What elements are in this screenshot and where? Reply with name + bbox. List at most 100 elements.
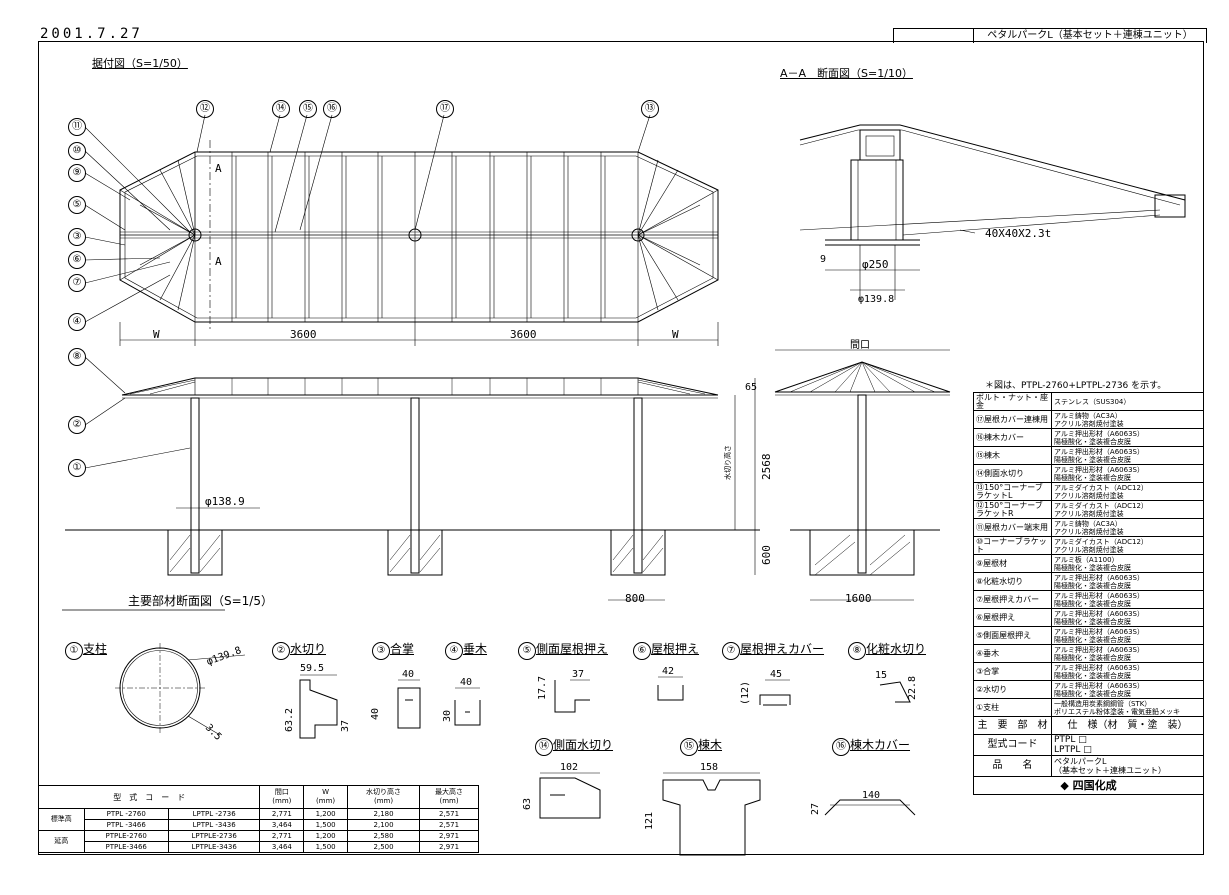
- p2-h2: 37: [340, 720, 351, 732]
- spec-material: アルミ押出形材（A6063S） 陽極酸化・塗装複合皮膜: [1051, 428, 1204, 447]
- dim-w-right: W: [672, 328, 679, 341]
- drawing-date: 2001.7.27: [40, 26, 143, 42]
- spec-material: アルミ押出形材（A6063S） 陽極酸化・塗装複合皮膜: [1051, 464, 1204, 483]
- p3-w: 40: [402, 669, 414, 680]
- spec-row: ⑪屋根カバー端末用アルミ鋳物（AC3A） アクリル溶剤焼付塗装: [973, 518, 1204, 537]
- spec-header-row: 主 要 部 材 仕 様（材 質・塗 装）: [973, 716, 1204, 735]
- drawing-frame: [38, 41, 1204, 855]
- spec-material: アルミ押出形材（A6063S） 陽極酸化・塗装複合皮膜: [1051, 608, 1204, 627]
- p5-w: 37: [572, 669, 584, 680]
- aa-139: φ139.8: [858, 294, 894, 305]
- p7-w: 45: [770, 669, 782, 680]
- model-cell: 1,500: [303, 819, 348, 831]
- callout-11: ⑪: [68, 118, 86, 136]
- spec-row: ⑦屋根押えカバーアルミ押出形材（A6063S） 陽極酸化・塗装複合皮膜: [973, 590, 1204, 609]
- spec-row: ⑤側面屋根押えアルミ押出形材（A6063S） 陽極酸化・塗装複合皮膜: [973, 626, 1204, 645]
- spec-material: アルミ板（A1100） 陽極酸化・塗装複合皮膜: [1051, 554, 1204, 573]
- part-sections: [62, 609, 916, 856]
- section-aa: [799, 124, 1186, 300]
- p14-w: 102: [560, 762, 578, 773]
- spec-part: ⑦屋根押えカバー: [973, 590, 1052, 609]
- spec-row: ⑯棟木カバーアルミ押出形材（A6063S） 陽極酸化・塗装複合皮膜: [973, 428, 1204, 447]
- spec-part: ⑩コーナーブラケット: [973, 536, 1052, 555]
- spec-code-row: 型式コード PTPL □LPTPL □: [973, 734, 1204, 756]
- dim-65: 65: [745, 382, 757, 393]
- p8-h: 22.8: [907, 676, 918, 700]
- callout-15: ⑮: [299, 100, 317, 118]
- spec-row: ④垂木アルミ押出形材（A6063S） 陽極酸化・塗装複合皮膜: [973, 644, 1204, 663]
- spec-part: ⑤側面屋根押え: [973, 626, 1052, 645]
- model-cell: 2,580: [346, 830, 421, 842]
- callout-8: ⑧: [68, 348, 86, 366]
- model-cell: 1,200: [303, 830, 348, 842]
- spec-name-row: 品 名 ペタルパークL （基本セット＋連棟ユニット）: [973, 755, 1204, 777]
- spec-part: ⑬150°コーナーブラケットL: [973, 482, 1052, 501]
- spec-part: ②水切り: [973, 680, 1052, 699]
- model-cell: PTPL -3466: [83, 819, 169, 831]
- callout-17: ⑰: [436, 100, 454, 118]
- spec-part: ①支柱: [973, 698, 1052, 717]
- spec-material: アルミ押出形材（A6063S） 陽極酸化・塗装複合皮膜: [1051, 644, 1204, 663]
- spec-part: ⑥屋根押え: [973, 608, 1052, 627]
- model-cell: 3,464: [259, 819, 305, 831]
- callout-3: ③: [68, 228, 86, 246]
- model-cell: 2,971: [419, 830, 479, 842]
- dim-1600: 1600: [845, 592, 872, 605]
- spec-part: ⑭側面水切り: [973, 464, 1052, 483]
- drawing-note: ＊図は、PTPL-2760+LPTPL-2736 を示す。: [985, 381, 1167, 391]
- spec-row: ⑮棟木アルミ押出形材（A6063S） 陽極酸化・塗装複合皮膜: [973, 446, 1204, 465]
- spec-row: ボルト・ナット・座金ステンレス（SUS304）: [973, 392, 1204, 411]
- dim-2568: 2568: [760, 454, 773, 481]
- p1-dia: φ139.8: [205, 645, 243, 668]
- spec-material: アルミ押出形材（A6063S） 陽極酸化・塗装複合皮膜: [1051, 662, 1204, 681]
- section-aa-title: A－A 断面図（S=1/10）: [780, 67, 913, 80]
- dim-w-left: W: [153, 328, 160, 341]
- title-spacer: [893, 28, 974, 43]
- spec-row: ⑩コーナーブラケットアルミダイカスト（ADC12） アクリル溶剤焼付塗装: [973, 536, 1204, 555]
- model-header-row: 型 式 コ ー ド 間口 (mm) W (mm) 水切り高さ (mm) 最大高さ…: [37, 785, 479, 809]
- model-cell: 2,100: [346, 819, 421, 831]
- model-cell: 1,200: [303, 808, 348, 820]
- model-group-label: 延高: [38, 830, 85, 853]
- aa-tube: 40X40X2.3t: [985, 227, 1051, 240]
- model-cell: PTPLE-2760: [83, 830, 169, 842]
- p8-w: 15: [875, 670, 887, 681]
- callout-1: ①: [68, 459, 86, 477]
- callout-14: ⑭: [272, 100, 290, 118]
- callout-5: ⑤: [68, 196, 86, 214]
- model-cell: 2,571: [419, 819, 479, 831]
- elevation-view: [65, 356, 760, 601]
- spec-maker-row: ◆ 四国化成: [973, 776, 1204, 795]
- spec-part: ⑮棟木: [973, 446, 1052, 465]
- callout-9: ⑨: [68, 164, 86, 182]
- spec-material: アルミ押出形材（A6063S） 陽極酸化・塗装複合皮膜: [1051, 626, 1204, 645]
- model-cell: 2,771: [259, 830, 305, 842]
- p15-w: 158: [700, 762, 718, 773]
- p7-h: (12): [740, 681, 751, 705]
- spec-row: ⑥屋根押えアルミ押出形材（A6063S） 陽極酸化・塗装複合皮膜: [973, 608, 1204, 627]
- model-cell: PTPL -2760: [83, 808, 169, 820]
- dim-frontage: 間口: [850, 339, 870, 351]
- model-table: 型 式 コ ー ド 間口 (mm) W (mm) 水切り高さ (mm) 最大高さ…: [37, 785, 479, 853]
- section-a-mark-top: A: [215, 162, 222, 175]
- spec-row: ①支柱一般構造用炭素鋼鋼管（STK） ポリエステル粉体塗装・電気亜鉛メッキ: [973, 698, 1204, 717]
- aa-250: φ250: [862, 258, 889, 271]
- spec-row: ⑭側面水切りアルミ押出形材（A6063S） 陽極酸化・塗装複合皮膜: [973, 464, 1204, 483]
- spec-part: ⑫150°コーナーブラケットR: [973, 500, 1052, 519]
- dim-pole-dia: φ138.9: [205, 495, 245, 508]
- spec-row: ②水切りアルミ押出形材（A6063S） 陽極酸化・塗装複合皮膜: [973, 680, 1204, 699]
